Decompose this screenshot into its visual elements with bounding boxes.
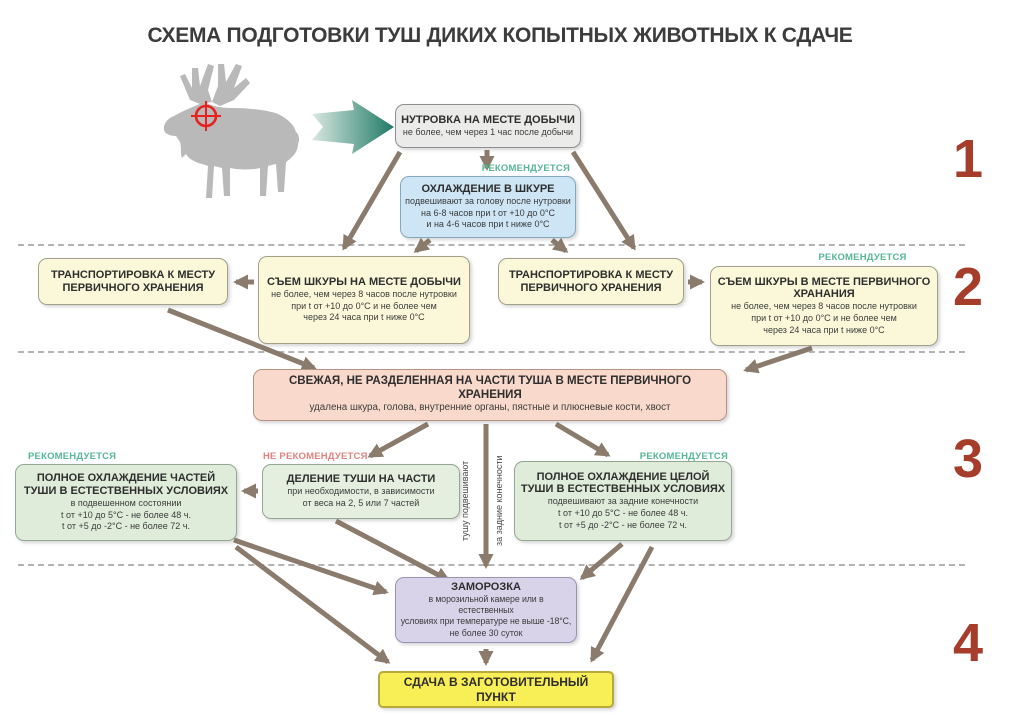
box-delivery: СДАЧА В ЗАГОТОВИТЕЛЬНЫЙ ПУНКТ [378,671,614,708]
box-division-title: ДЕЛЕНИЕ ТУШИ НА ЧАСТИ [286,473,436,486]
stage-number-4: 4 [952,613,984,673]
teal-arrow-icon [312,100,394,154]
box-fresh-carcass: СВЕЖАЯ, НЕ РАЗДЕЛЕННАЯ НА ЧАСТИ ТУША В М… [253,369,727,421]
arrow-cool-whole-to-freezing [579,542,624,580]
label-recommended-2: РЕКОМЕНДУЕТСЯ [818,252,907,263]
box-cool-whole-line: t от +5 до -2°С - не более 72 ч. [559,519,687,530]
box-cool-parts-title: ПОЛНОЕ ОХЛАЖДЕНИЕ ЧАСТЕЙ ТУШИ В ЕСТЕСТВЕ… [23,472,229,497]
box-skin-storage-line: при t от +10 до 0°С и не более чем [751,313,897,324]
stage-number-3: 3 [952,429,984,489]
box-cool-whole: ПОЛНОЕ ОХЛАЖДЕНИЕ ЦЕЛОЙ ТУШИ В ЕСТЕСТВЕН… [514,461,732,541]
box-division: ДЕЛЕНИЕ ТУШИ НА ЧАСТИ при необходимости,… [262,464,460,519]
box-freezing-line: не более 30 суток [449,627,523,638]
page-title: СХЕМА ПОДГОТОВКИ ТУШ ДИКИХ КОПЫТНЫХ ЖИВО… [147,24,853,47]
box-skin-field-title: СЪЕМ ШКУРЫ НА МЕСТЕ ДОБЫЧИ [267,275,461,288]
box-cooling-hide-line: и на 4-6 часов при t ниже 0°С [426,219,550,230]
box-cooling-hide-line: подвешивают за голову после нутровки [405,195,571,206]
box-freezing-line: в морозильной камере или в естественных [428,593,544,616]
box-skin-storage: СЪЕМ ШКУРЫ В МЕСТЕ ПЕРВИЧНОГО ХРАНАНИЯ н… [710,266,938,346]
box-cool-whole-title: ПОЛНОЕ ОХЛАЖДЕНИЕ ЦЕЛОЙ ТУШИ В ЕСТЕСТВЕН… [520,470,726,496]
box-nutrovka: НУТРОВКА НА МЕСТЕ ДОБЫЧИ не более, чем ч… [395,104,581,148]
box-skin-field-line: при t от +10 до 0°С и не более чем [291,300,437,311]
box-nutrovka-sub: не более, чем через 1 час после добычи [402,126,574,137]
moose-illustration [160,56,315,201]
label-recommended-3: РЕКОМЕНДУЕТСЯ [28,451,117,462]
box-skin-field: СЪЕМ ШКУРЫ НА МЕСТЕ ДОБЫЧИ не более, чем… [258,256,470,344]
box-freezing-line: условиях при температуре не выше -18°С, [400,616,572,627]
box-cooling-hide-line: на 6-8 часов при t от +10 до 0°С [420,207,556,218]
box-cool-parts-line: t от +10 до 5°С - не более 48 ч. [61,509,191,520]
stage-divider-2 [18,351,965,353]
box-fresh-carcass-title: СВЕЖАЯ, НЕ РАЗДЕЛЕННАЯ НА ЧАСТИ ТУША В М… [288,375,692,401]
box-division-line: при необходимости, в зависимости [287,486,435,497]
box-cool-whole-line: подвешивают за задние конечности [547,496,699,507]
arrow-division-to-freezing [334,518,451,583]
stage-number-1: 1 [952,129,984,189]
arrow-cool-parts-to-freezing [233,537,389,596]
box-transport-right-title: ТРАНСПОРТИРОВКА К МЕСТУ ПЕРВИЧНОГО ХРАНЕ… [508,268,674,294]
label-recommended-1: РЕКОМЕНДУЕТСЯ [481,163,570,174]
box-transport-right: ТРАНСПОРТИРОВКА К МЕСТУ ПЕРВИЧНОГО ХРАНЕ… [498,258,684,305]
box-cool-whole-line: t от +10 до 5°С - не более 48 ч. [558,508,688,519]
box-cooling-hide-title: ОХЛАЖДЕНИЕ В ШКУРЕ [421,182,555,195]
box-skin-storage-line: не более, чем через 8 часов после нутров… [731,301,917,312]
box-transport-left: ТРАНСПОРТИРОВКА К МЕСТУ ПЕРВИЧНОГО ХРАНЕ… [38,258,228,305]
label-not-recommended: НЕ РЕКОМЕНДУЕТСЯ [263,451,368,462]
box-freezing: ЗАМОРОЗКА в морозильной камере или в ест… [395,577,577,643]
vertical-note-line2: за задние конечности [494,455,504,547]
label-recommended-4: РЕКОМЕНДУЕТСЯ [639,451,728,462]
box-freezing-title: ЗАМОРОЗКА [451,580,521,593]
arrow-nutrovka-to-skin-field [341,150,403,251]
box-nutrovka-title: НУТРОВКА НА МЕСТЕ ДОБЫЧИ [401,113,575,126]
moose-silhouette-icon [163,64,300,198]
box-skin-field-line: через 24 часа при t ниже 0°С [303,312,425,323]
arrow-nutrovka-to-transport-right [570,150,637,251]
crosshair-icon [191,101,221,131]
box-division-line: от веса на 2, 5 или 7 частей [302,497,420,508]
box-delivery-title: СДАЧА В ЗАГОТОВИТЕЛЬНЫЙ ПУНКТ [403,675,589,704]
box-fresh-carcass-sub: удалена шкура, голова, внутренние органы… [309,402,671,414]
box-cooling-hide: ОХЛАЖДЕНИЕ В ШКУРЕ подвешивают за голову… [400,176,576,238]
box-transport-left-title: ТРАНСПОРТИРОВКА К МЕСТУ ПЕРВИЧНОГО ХРАНЕ… [50,268,216,294]
box-skin-storage-line: через 24 часа при t ниже 0°С [763,324,885,335]
stage-divider-3 [18,564,965,566]
stage-number-2: 2 [952,257,984,317]
box-cool-parts-line: в подвешенном состоянии [70,497,182,508]
box-skin-storage-title: СЪЕМ ШКУРЫ В МЕСТЕ ПЕРВИЧНОГО ХРАНАНИЯ [717,275,931,301]
stage-divider-1 [18,244,965,246]
box-cool-parts: ПОЛНОЕ ОХЛАЖДЕНИЕ ЧАСТЕЙ ТУШИ В ЕСТЕСТВЕ… [15,464,237,541]
box-skin-field-line: не более, чем через 8 часов после нутров… [271,288,457,299]
box-cool-parts-line: t от +5 до -2°С - не более 72 ч. [62,521,190,532]
